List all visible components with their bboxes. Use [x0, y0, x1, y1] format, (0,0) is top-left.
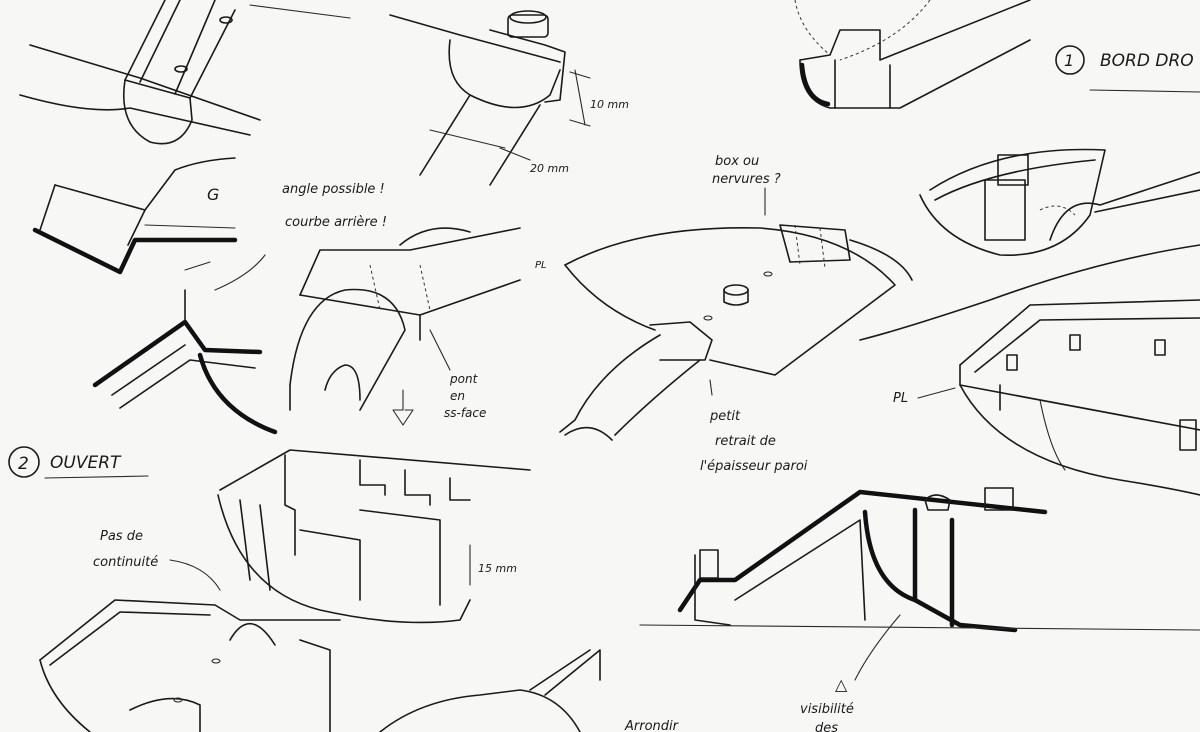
- cross-section-sketch: [639, 487, 1200, 681]
- box-note-line2: nervures ?: [712, 172, 781, 187]
- visibilite-line1: visibilité: [800, 702, 854, 717]
- visibilite-line2: des: [815, 721, 838, 732]
- pl-top-label: PL: [535, 260, 547, 271]
- dim-20mm-label: 20 mm: [530, 162, 569, 175]
- petit-note-line3: l'épaisseur paroi: [700, 459, 808, 474]
- large-tray-sketch: [959, 299, 1200, 496]
- open-tray-sketch: [217, 449, 531, 624]
- warning-sign: △: [835, 675, 848, 694]
- cross-channel-sketch: [289, 227, 521, 426]
- angle-note-line1: angle possible !: [282, 182, 385, 197]
- dim-10mm-label: 10 mm: [590, 98, 629, 111]
- section-1-circle: [1055, 45, 1085, 75]
- top-left-channel-sketch: [19, 0, 351, 145]
- angle-note-line2: courbe arrière !: [285, 215, 387, 230]
- section-2-circle: [8, 446, 40, 478]
- pont-line2: en: [450, 389, 465, 403]
- plate-with-tube-sketch: [559, 187, 913, 441]
- section-2-underline: [44, 475, 149, 479]
- pl-right-label: PL: [893, 391, 908, 406]
- box-note-line1: box ou: [715, 154, 759, 169]
- letter-g-label: G: [207, 185, 219, 204]
- pont-arrow: [429, 329, 451, 371]
- corner-profile-sketch: [794, 0, 1031, 109]
- tube-with-knob-sketch: [389, 10, 591, 186]
- pas-note-line1: Pas de: [100, 529, 143, 544]
- petit-note-line2: retrait de: [715, 434, 776, 449]
- bottom-tray-sketch: [39, 599, 601, 732]
- pont-line3: ss-face: [444, 406, 486, 420]
- arrondir-label: Arrondir: [624, 719, 680, 732]
- section-2-title: OUVERT: [50, 453, 122, 473]
- pont-line1: pont: [449, 372, 479, 386]
- small-tray-sketch: [859, 148, 1200, 341]
- dim-15mm-label: 15 mm: [478, 562, 517, 575]
- pl-right-arrow: [917, 387, 956, 399]
- section-2-number: 2: [18, 454, 29, 474]
- section-1-underline: [1089, 89, 1200, 93]
- bend-profile-sketch: [32, 157, 278, 435]
- pas-note-line2: continuité: [93, 555, 158, 570]
- section-1-title: BORD DRO: [1100, 51, 1194, 71]
- section-1-number: 1: [1064, 51, 1074, 70]
- pas-arrow: [169, 559, 221, 591]
- petit-note-line1: petit: [709, 409, 741, 424]
